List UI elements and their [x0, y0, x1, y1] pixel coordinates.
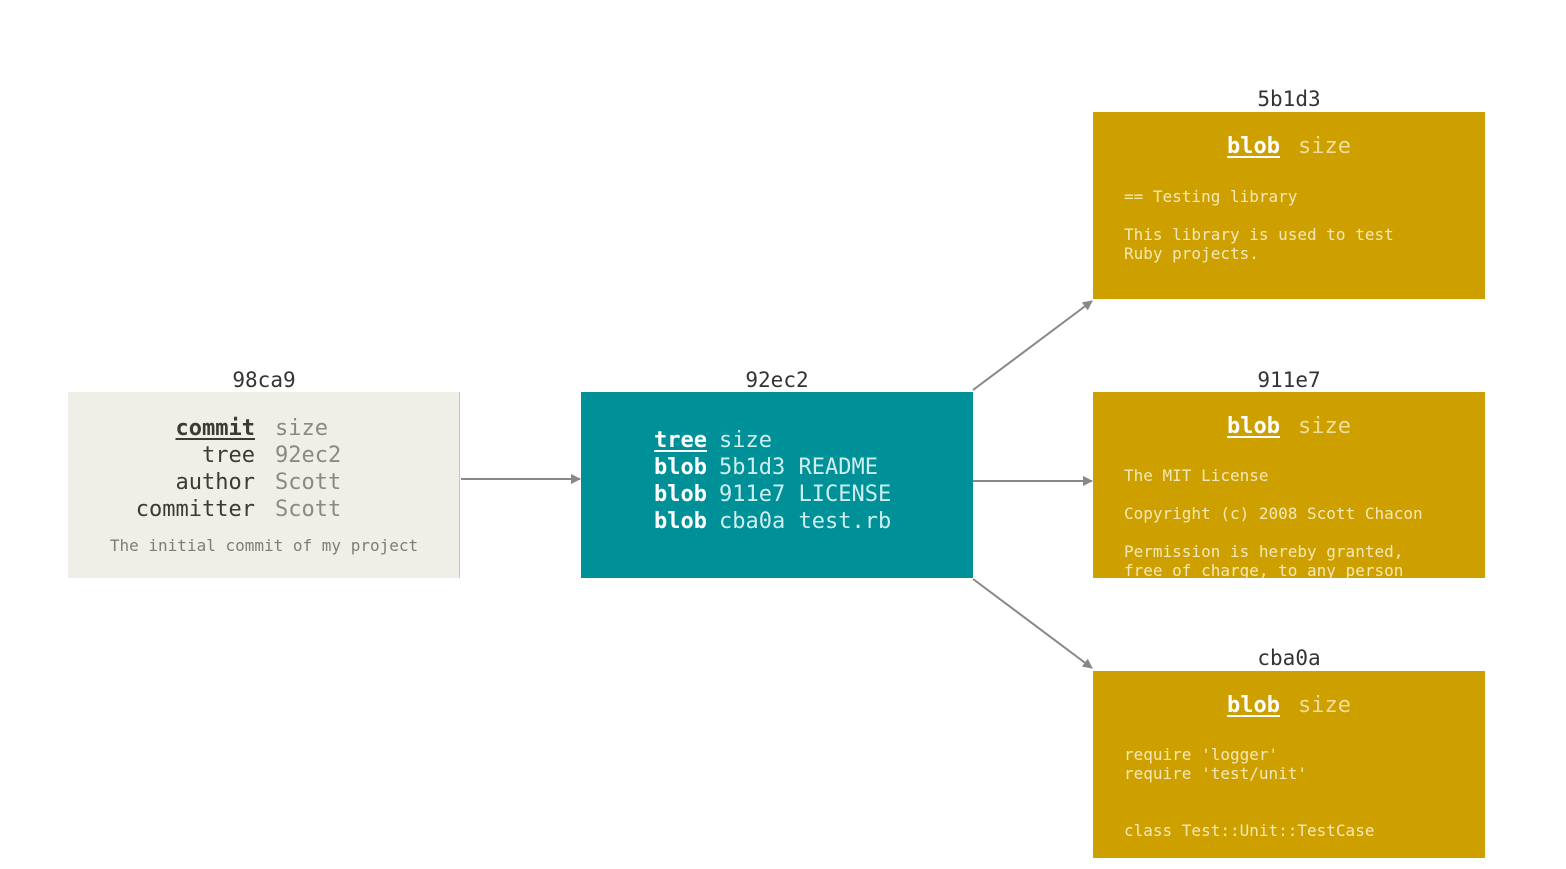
blob-content-line: require 'test/unit' — [1124, 764, 1308, 783]
tree-object: tree size blob 5b1d3 README blob 911e7 L… — [581, 392, 973, 578]
blob-size-label: size — [1298, 134, 1351, 159]
blob-size-label: size — [1298, 693, 1351, 718]
blob-header: blob size — [1093, 414, 1485, 439]
blob-content-line: This library is used to test — [1124, 225, 1394, 244]
blob-object-911e7: blob size The MIT License Copyright (c) 2… — [1093, 392, 1485, 578]
blob-object-cba0a: blob size require 'logger' require 'test/… — [1093, 671, 1485, 858]
commit-author-key: author — [175, 470, 255, 495]
blob-header: blob size — [1093, 693, 1485, 718]
commit-type-label: commit — [175, 416, 255, 441]
arrow-tree-to-blob-cba0a — [972, 578, 1093, 669]
blob-content-line: Permission is hereby granted, — [1124, 542, 1404, 561]
blob-content-line: class Test::Unit::TestCase — [1124, 821, 1375, 840]
commit-author-value: Scott — [275, 470, 342, 495]
blob-content-line: require 'logger' — [1124, 745, 1279, 764]
tree-entry-type: blob — [654, 509, 707, 534]
commit-object: commit size tree 92ec2 author Scott comm… — [68, 392, 460, 578]
commit-committer-key: committer — [135, 497, 255, 522]
arrow-tree-to-blob-5b1d3 — [972, 300, 1093, 391]
commit-row: committer Scott — [68, 496, 460, 523]
blob-hash-5b1d3: 5b1d3 — [1257, 87, 1321, 111]
tree-hash: 92ec2 — [745, 368, 809, 392]
commit-row: tree 92ec2 — [68, 442, 460, 469]
commit-tree-key: tree — [202, 443, 255, 468]
commit-message: The initial commit of my project — [109, 536, 419, 555]
tree-entry-type: blob — [654, 482, 707, 507]
blob-hash-911e7: 911e7 — [1257, 368, 1321, 392]
blob-content-line: free of charge, to any person — [1124, 561, 1404, 578]
tree-type-label: tree — [654, 428, 707, 453]
commit-row: author Scott — [68, 469, 460, 496]
commit-tree-value: 92ec2 — [275, 443, 342, 468]
tree-entry-detail: 5b1d3 README — [719, 455, 878, 480]
commit-hash: 98ca9 — [232, 368, 296, 392]
blob-type-label: blob — [1227, 414, 1280, 439]
blob-content-line: == Testing library — [1124, 187, 1298, 206]
blob-type-label: blob — [1227, 134, 1280, 159]
commit-size-label: size — [275, 416, 328, 441]
commit-committer-value: Scott — [275, 497, 342, 522]
tree-entry-detail: 911e7 LICENSE — [719, 482, 892, 507]
commit-row: commit size — [68, 415, 460, 442]
blob-header: blob size — [1093, 134, 1485, 159]
blob-hash-cba0a: cba0a — [1257, 646, 1321, 670]
blob-type-label: blob — [1227, 693, 1280, 718]
tree-entry-detail: cba0a test.rb — [719, 509, 892, 534]
blob-content-line: Copyright (c) 2008 Scott Chacon — [1124, 504, 1423, 523]
blob-object-5b1d3: blob size == Testing library This library… — [1093, 112, 1485, 299]
tree-size-label: size — [719, 428, 772, 453]
blob-size-label: size — [1298, 414, 1351, 439]
tree-entry-type: blob — [654, 455, 707, 480]
blob-content-line: Ruby projects. — [1124, 244, 1259, 263]
blob-content-line: The MIT License — [1124, 466, 1269, 485]
